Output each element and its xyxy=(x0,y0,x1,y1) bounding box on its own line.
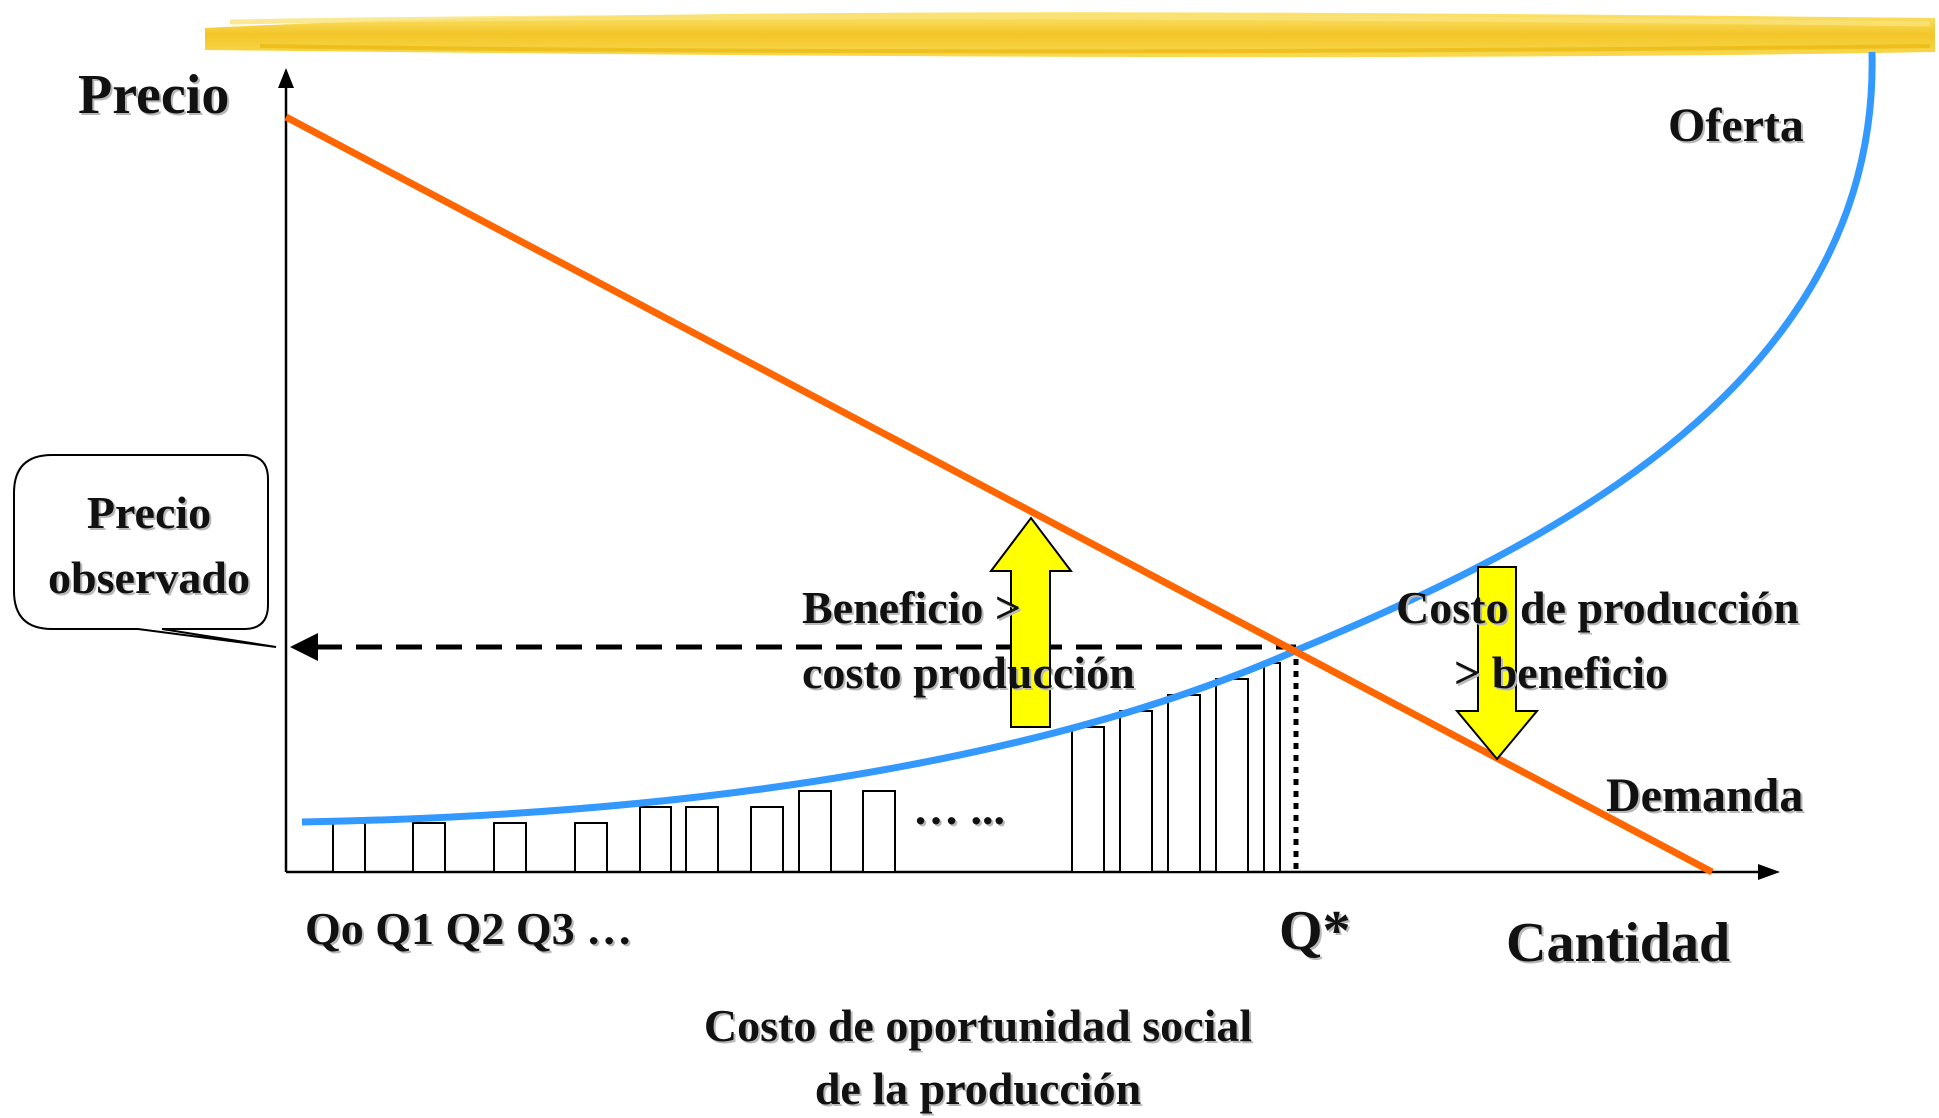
y-axis-arrow-icon xyxy=(278,68,294,88)
observed-price-line xyxy=(290,633,1296,661)
cost-bar xyxy=(639,806,672,873)
axes xyxy=(278,68,1780,880)
observed-price-label-line1: Precio xyxy=(86,487,212,538)
supply-curve-label: Oferta xyxy=(1668,99,1804,152)
quantity-tick-labels: Qo Q1 Q2 Q3 … xyxy=(305,903,633,954)
cost-bar xyxy=(332,822,366,873)
cost-bar xyxy=(1119,710,1153,873)
y-axis-label: Precio xyxy=(78,64,230,126)
cost-bar xyxy=(685,806,719,873)
observed-price-label-line2: observado xyxy=(48,552,250,603)
x-axis-label: Cantidad xyxy=(1506,912,1731,974)
caption-line1: Costo de oportunidad social xyxy=(703,1000,1253,1051)
cost-bar xyxy=(493,822,527,873)
cost-bar xyxy=(1071,726,1105,873)
cost-bar xyxy=(1167,694,1201,873)
arrow-down-icon xyxy=(1454,566,1540,761)
x-axis-arrow-icon xyxy=(1758,864,1780,880)
equilibrium-quantity-label: Q* xyxy=(1279,900,1351,962)
cost-bar xyxy=(1263,662,1281,873)
cost-bar xyxy=(412,822,446,873)
cost-bar xyxy=(1215,678,1249,873)
arrow-left-icon xyxy=(290,633,318,661)
bars-ellipsis: … ... xyxy=(913,783,1005,834)
cost-bar xyxy=(798,790,832,873)
cost-bar xyxy=(862,790,896,873)
caption-line2: de la producción xyxy=(814,1063,1142,1114)
cost-bar xyxy=(750,806,784,873)
cost-label-line1: Costo de producción xyxy=(1396,582,1799,633)
demand-curve xyxy=(284,113,1714,876)
benefit-label-line1: Beneficio > xyxy=(802,582,1022,633)
supply-curve xyxy=(301,51,1876,826)
cost-bars xyxy=(332,662,1281,873)
observed-price-callout xyxy=(13,454,277,648)
cost-bar xyxy=(574,822,608,873)
benefit-label-line2: costo producción xyxy=(802,647,1135,698)
arrow-up-icon xyxy=(988,516,1074,728)
cost-label-line2: > beneficio xyxy=(1454,647,1669,698)
demand-curve-label: Demanda xyxy=(1606,769,1804,822)
header-brush-stroke xyxy=(205,12,1935,58)
